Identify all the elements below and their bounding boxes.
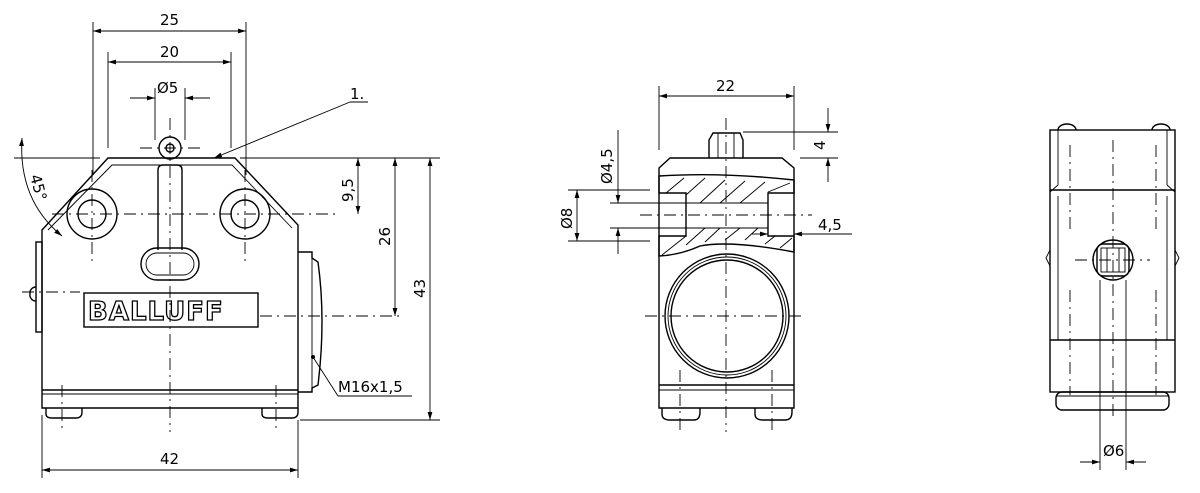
rear-view: Ø6 — [1045, 123, 1180, 470]
dim-counterbore-diameter: Ø8 — [558, 208, 576, 229]
dim-counterbore-depth: 4,5 — [818, 216, 842, 234]
brand-logo: BALLUFF — [88, 297, 224, 327]
dim-4: 4 — [811, 140, 829, 150]
side-body-outline — [658, 157, 795, 409]
foot-right — [261, 408, 299, 419]
dim-angle-45: 45° — [26, 172, 50, 202]
dim-26: 26 — [376, 227, 394, 246]
front-body-outline — [41, 157, 299, 409]
dim-43: 43 — [411, 279, 429, 298]
dim-rear-diameter: Ø6 — [1103, 442, 1124, 460]
dim-9-5: 9,5 — [339, 178, 357, 202]
dim-42: 42 — [160, 450, 179, 468]
dim-25: 25 — [160, 11, 179, 29]
section-hatching — [661, 177, 793, 256]
front-view: BALLUFF 25 20 Ø5 1. — [14, 11, 440, 478]
side-view: 22 4 Ø4,5 Ø8 4,5 — [558, 77, 852, 432]
dim-bore-diameter: Ø4,5 — [598, 148, 616, 184]
brand-logo-box — [83, 292, 259, 328]
dim-roller-diameter: Ø5 — [157, 79, 178, 97]
dim-20: 20 — [160, 43, 179, 61]
foot-left — [45, 408, 83, 419]
callout-1: 1. — [350, 85, 364, 103]
thread-label: M16x1,5 — [338, 378, 403, 396]
lever — [157, 164, 183, 250]
dim-22: 22 — [716, 77, 735, 95]
cable-gland — [298, 251, 323, 393]
